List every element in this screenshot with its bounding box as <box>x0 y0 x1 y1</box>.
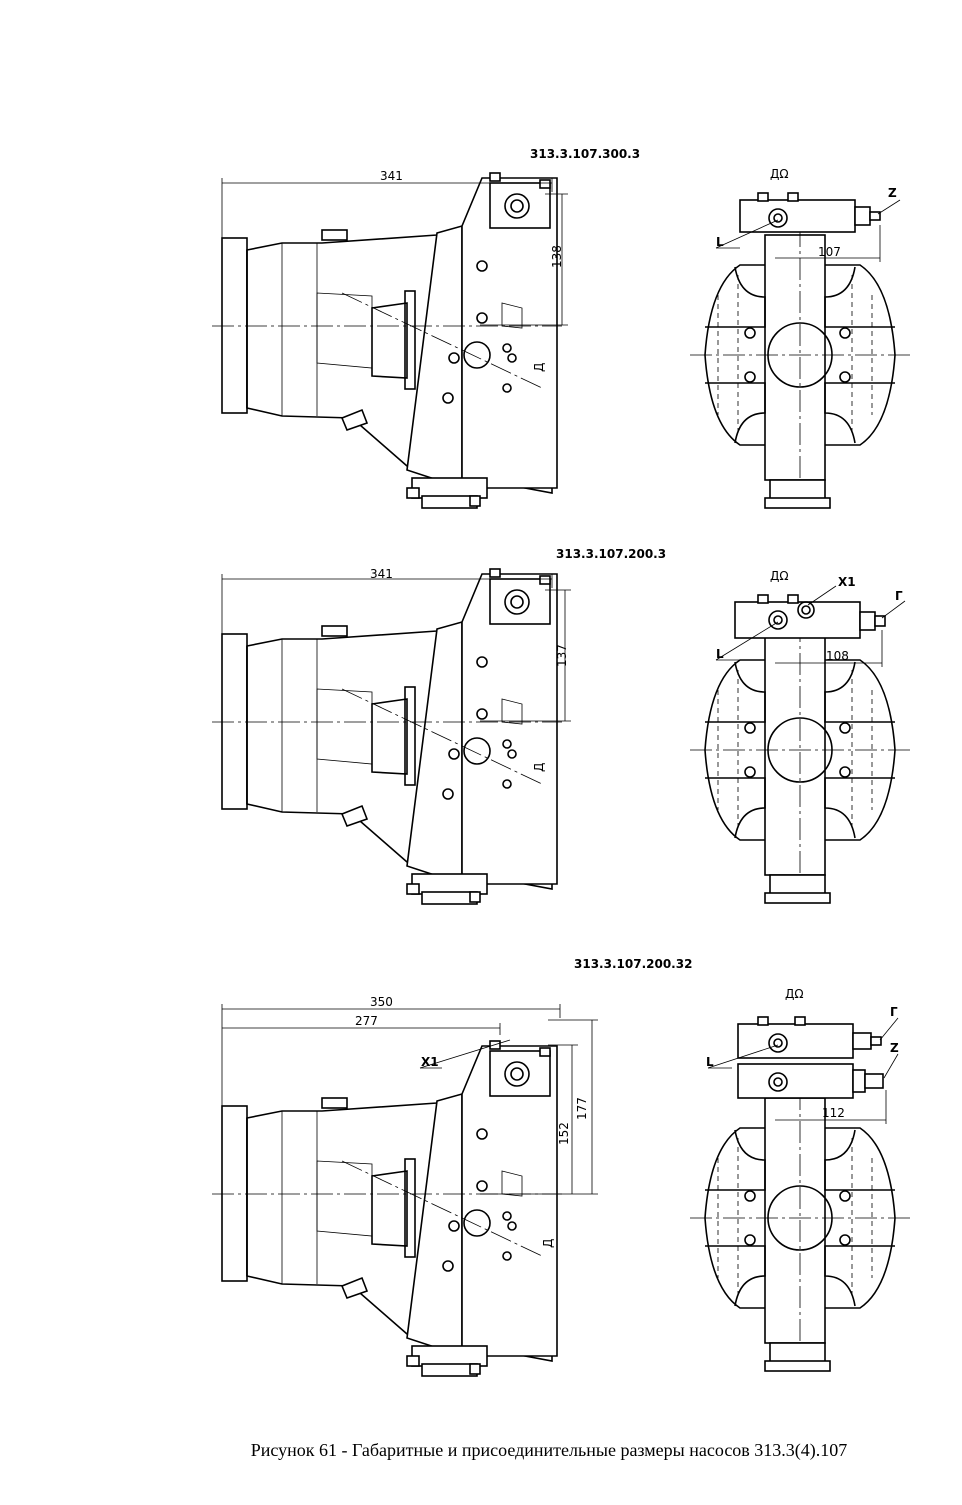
view-2-title: 313.3.107.200.3 <box>556 547 666 561</box>
view-3-port-G: Г <box>890 1005 898 1019</box>
view-2-flow-label: Д <box>532 763 546 772</box>
view-2-length-dim: 341 <box>370 567 393 581</box>
view-2: 313.3.107.200.3 341 137 Д ДΩ L X1 Г 108 <box>211 547 911 905</box>
view-3-title: 313.3.107.200.32 <box>574 957 692 971</box>
view-3: 313.3.107.200.32 350 277 177 152 Д X1 ДΩ <box>211 957 911 1377</box>
view-3-port-X1-side: X1 <box>421 1055 439 1069</box>
view-3-height2-dim: 152 <box>557 1122 571 1145</box>
view-2-port-X1: X1 <box>838 575 856 589</box>
view-1-title: 313.3.107.300.3 <box>530 147 640 161</box>
view-1-flow-label: Д <box>532 363 546 372</box>
view-3-port-Z: Z <box>890 1041 899 1055</box>
view-1-length-dim: 341 <box>380 169 403 183</box>
view-2-port-L: L <box>716 647 724 661</box>
view-1-port-L: L <box>716 235 724 249</box>
view-2-offset-dim: 108 <box>826 649 849 663</box>
view-3-height-dim: 177 <box>575 1097 589 1120</box>
view-3-side-label: ДΩ <box>785 987 804 1001</box>
view-1-side-label: ДΩ <box>770 167 789 181</box>
view-2-port-G: Г <box>895 589 903 603</box>
view-1: 313.3.107.300.3 341 138 Д ДΩ L Z 107 <box>211 147 911 509</box>
view-1-height-dim: 138 <box>550 245 564 268</box>
view-3-length-dim: 350 <box>370 995 393 1009</box>
view-3-flow-label: Д <box>541 1239 555 1248</box>
view-2-side-label: ДΩ <box>770 569 789 583</box>
view-1-port-Z: Z <box>888 186 897 200</box>
view-2-height-dim: 137 <box>555 644 569 667</box>
view-3-port-L: L <box>706 1055 714 1069</box>
figure-caption: Рисунок 61 - Габаритные и присоединитель… <box>250 1440 848 1460</box>
view-1-offset-dim: 107 <box>818 245 841 259</box>
view-3-length2-dim: 277 <box>355 1014 378 1028</box>
view-3-offset-dim: 112 <box>822 1106 845 1120</box>
